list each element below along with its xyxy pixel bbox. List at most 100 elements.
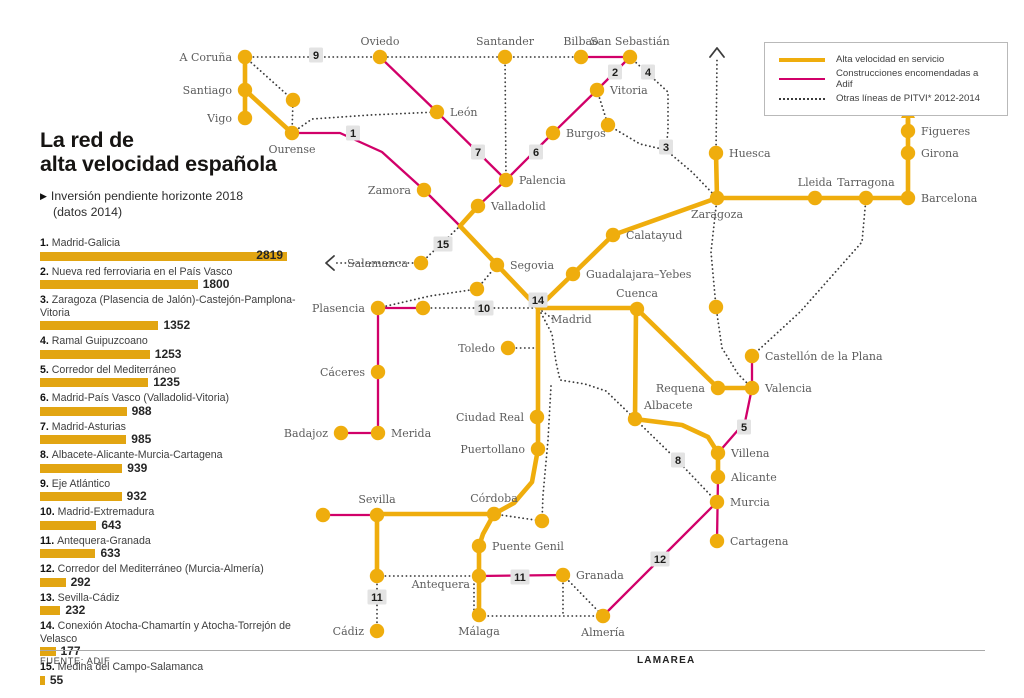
bar: [40, 349, 150, 359]
city-dot-albacete: [627, 411, 643, 427]
subtitle-line-2: (datos 2014): [53, 205, 123, 220]
city-dot: [600, 117, 616, 133]
line-high-speed-in-service: [535, 195, 720, 311]
bar-value: 633: [100, 546, 121, 561]
city-label: Requena: [656, 382, 706, 395]
city-label: Merida: [391, 427, 432, 440]
subtitle-line-1: Inversión pendiente horizonte 2018: [50, 189, 244, 204]
bar: [40, 280, 198, 290]
bar-value: 2819: [256, 247, 283, 262]
route-badge: [641, 64, 655, 80]
route-badge: [433, 236, 453, 252]
city-label: Valladolid: [490, 200, 546, 213]
city-label: León: [450, 106, 478, 119]
bar-value: 232: [65, 603, 86, 618]
city-dot-burgos: [545, 125, 561, 141]
route-badge: [367, 589, 387, 605]
line-high-speed-in-service: [476, 511, 497, 618]
bar-row: 1235: [40, 376, 308, 388]
bar-row: 55: [40, 674, 308, 686]
legend-line-sample-service: [779, 57, 825, 62]
city-dot: [708, 299, 724, 315]
city-dot-guadalajara-yebes: [565, 266, 581, 282]
bar: [40, 406, 127, 416]
legend-label: Alta velocidad en servicio: [836, 54, 945, 65]
city-dot-calatayud: [605, 227, 621, 243]
line-high-speed-in-service: [457, 203, 541, 311]
city-dot-vitoria: [589, 82, 605, 98]
bar-row: 177: [40, 645, 308, 657]
bar-row: 232: [40, 603, 308, 618]
bar: [40, 577, 66, 587]
bar-label: 8. Albacete-Alicante-Murcia-Cartagena: [40, 449, 223, 462]
city-dot-c-diz: [369, 623, 385, 639]
bar-label: 14. Conexión Atocha-Chamartín y Atocha-T…: [40, 620, 291, 645]
line-pitvi-other: [562, 574, 604, 617]
city-dot-santander: [497, 49, 513, 65]
city-label: Córdoba: [470, 492, 518, 505]
page-title: La red de alta velocidad española: [40, 128, 308, 176]
bar-value: 1352: [163, 318, 191, 333]
route-badge-number: 11: [371, 592, 383, 604]
bar-label: 6. Madrid-País Vasco (Valladolid-Vitoria…: [40, 392, 230, 405]
city-label: Murcia: [730, 496, 770, 509]
city-dot-almer-a: [595, 608, 611, 624]
city-dot-lleida: [807, 190, 823, 206]
line-pitvi-other: [504, 56, 507, 181]
city-dot-san-sebasti-n: [622, 49, 638, 65]
city-label: Ciudad Real: [456, 411, 525, 424]
line-pitvi-other: [473, 579, 604, 617]
bar-row: 2819: [40, 247, 308, 262]
city-dot-badajoz: [333, 425, 349, 441]
city-dot-puente-genil: [471, 538, 487, 554]
city-dot-castell-n-de-la-plana: [744, 348, 760, 364]
city-dot-tarragona: [858, 190, 874, 206]
city-label: Figueres: [921, 125, 971, 138]
legend-label: Construcciones encomendadas a Adif: [836, 68, 979, 90]
bar: [40, 520, 97, 530]
bar-label: 7. Madrid-Asturias: [40, 420, 126, 433]
route-badge: [474, 300, 494, 316]
route-badge-number: 5: [741, 422, 747, 434]
city-dot-antequera: [471, 568, 487, 584]
city-label: Oviedo: [361, 35, 400, 48]
line-high-speed-in-service: [632, 306, 639, 422]
city-label: Zaragoza: [691, 208, 743, 221]
bar-label: 15. Medina del Campo-Salamanca: [40, 661, 204, 674]
route-badge-number: 9: [313, 50, 319, 62]
left-panel: La red de alta velocidad española ▶Inver…: [40, 128, 308, 690]
city-label: Salamanca: [347, 257, 408, 270]
bar-row: 932: [40, 490, 308, 502]
bar-row: 988: [40, 405, 308, 417]
city-label: Villena: [730, 447, 770, 460]
city-label: Valencia: [764, 382, 812, 395]
city-label: Girona: [921, 147, 959, 160]
line-high-speed-in-service: [242, 87, 295, 136]
city-dot-valencia: [744, 380, 760, 396]
city-label: Santiago: [183, 84, 233, 97]
bar-item: 14. Conexión Atocha-Chamartín y Atocha-T…: [40, 620, 308, 657]
city-label: Cartagena: [730, 535, 789, 548]
bar-value: 985: [131, 432, 152, 447]
title-line-1: La red de: [40, 128, 134, 152]
bar: [40, 675, 45, 685]
city-label: Lleida: [798, 176, 833, 189]
city-dot-a-coru-a: [237, 49, 253, 65]
city-label: Puertollano: [460, 443, 525, 456]
city-dot-girona: [900, 145, 916, 161]
bar-row: 643: [40, 519, 308, 531]
city-dot-c-rdoba: [486, 506, 502, 522]
title-line-2: alta velocidad española: [40, 152, 277, 177]
city-label: Guadalajara–Yebes: [586, 268, 692, 281]
line-pitvi-other: [420, 225, 461, 264]
city-label: Badajoz: [284, 427, 328, 440]
city-label: Zamora: [368, 184, 412, 197]
